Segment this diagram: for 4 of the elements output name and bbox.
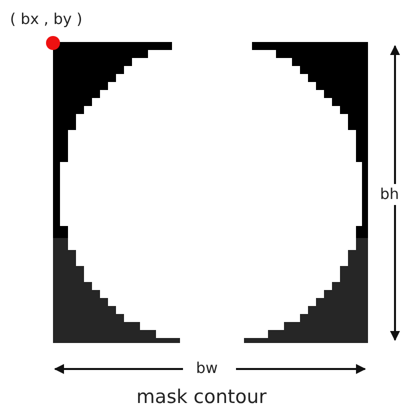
- dimension-label: bw: [196, 361, 218, 376]
- dimension-label: bh: [380, 184, 400, 205]
- caption: mask contour: [135, 388, 268, 407]
- coordinate-label: ( bx , by ): [10, 12, 82, 27]
